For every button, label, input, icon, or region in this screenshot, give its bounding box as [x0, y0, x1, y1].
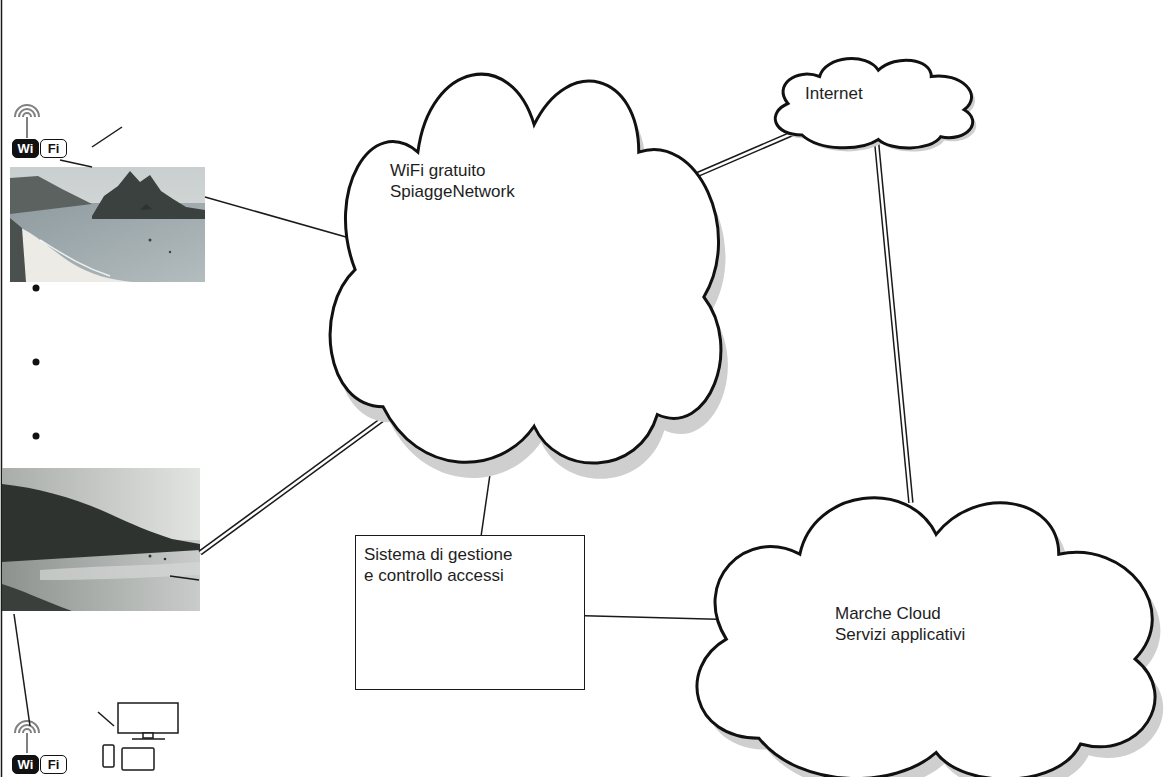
- wifi-label: Wi: [18, 758, 34, 771]
- access-control-box: Sistema di gestione e controllo accessi: [355, 535, 585, 690]
- devices-icon: [103, 703, 178, 770]
- cloud-shape: [755, 45, 990, 153]
- wifi-badge: Wi: [12, 755, 39, 774]
- wifi-label: Wi: [18, 142, 34, 155]
- cloud-outline: [775, 59, 973, 148]
- services-cloud: Marche Cloud Servizi applicativi: [650, 455, 1175, 777]
- node-label: WiFi gratuito SpiaggeNetwork: [390, 160, 530, 202]
- node-label: Marche Cloud Servizi applicativi: [835, 603, 987, 645]
- node-label: Internet: [805, 83, 863, 104]
- ellipsis-dot: [33, 285, 40, 292]
- beach-photo: [2, 468, 200, 611]
- antenna-icon: [15, 721, 39, 753]
- wifi-badge: Fi: [40, 139, 67, 158]
- link-line: [92, 127, 122, 147]
- wifi-badge: Wi: [12, 139, 39, 158]
- ellipsis-dot: [33, 433, 40, 440]
- network-link: [585, 616, 726, 620]
- ellipsis-dot: [33, 359, 40, 366]
- wifi-badge: Fi: [40, 755, 67, 774]
- network-cloud: WiFi gratuito SpiaggeNetwork: [290, 15, 755, 485]
- internet-cloud: Internet: [755, 45, 990, 153]
- wifi-label: Fi: [48, 758, 60, 771]
- link-stroke: [876, 138, 911, 503]
- cloud-shape: [290, 15, 755, 485]
- page-border: [1, 0, 3, 777]
- link-line: [60, 160, 92, 167]
- cloud-outline: [697, 498, 1155, 777]
- link-stroke: [585, 616, 726, 620]
- link-stroke-inner: [876, 138, 911, 503]
- node-label: Sistema di gestione e controllo accessi: [364, 544, 521, 586]
- link-line: [98, 712, 114, 726]
- link-line: [170, 576, 199, 580]
- cloud-outline: [330, 74, 721, 463]
- link-line: [14, 614, 30, 726]
- wifi-label: Fi: [48, 142, 60, 155]
- network-link: [876, 138, 911, 503]
- beach-photo: [10, 167, 205, 282]
- antenna-icon: [15, 105, 39, 138]
